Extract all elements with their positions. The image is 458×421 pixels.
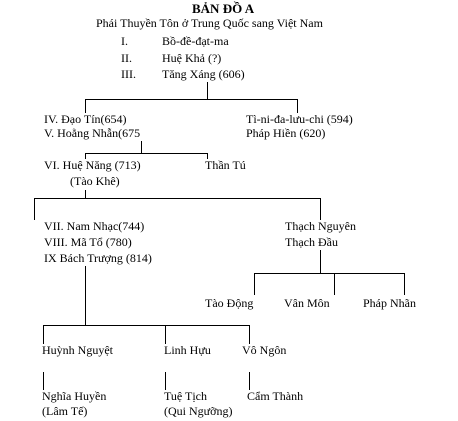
thach-child-1: Tào Động — [205, 296, 254, 310]
sixth-line2: (Tào Khê) — [70, 174, 120, 188]
thach-line1: Thạch Nguyên — [285, 219, 356, 233]
patriarch-1-name: Bồ-đề-đạt-ma — [162, 34, 229, 48]
connector-line — [85, 153, 208, 154]
branch-left-line1: IV. Đạo Tín(654) — [44, 112, 127, 126]
connector-line — [334, 273, 335, 295]
thach-line2: Thạch Đầu — [285, 235, 338, 249]
seventh-line2: VIII. Mã Tổ (780) — [44, 235, 132, 249]
connector-line — [34, 198, 321, 199]
patriarch-2-name: Huệ Khả (?) — [162, 51, 222, 65]
connector-line — [207, 82, 208, 99]
thach-child-2: Vân Môn — [284, 296, 330, 310]
branch-right-line2: Pháp Hiền (620) — [246, 126, 326, 140]
connector-line — [297, 99, 298, 113]
connector-line — [85, 190, 86, 198]
bach-child-1: Huỳnh Nguyệt — [42, 343, 113, 357]
patriarch-2-number: II. — [121, 51, 132, 65]
connector-line — [320, 250, 321, 273]
branch-left-line2: V. Hoằng Nhẫn(675 — [44, 126, 141, 140]
connector-line — [85, 99, 298, 100]
connector-line — [43, 325, 250, 326]
connector-line — [404, 273, 405, 295]
connector-line — [43, 325, 44, 344]
connector-line — [85, 153, 86, 159]
thach-child-3: Pháp Nhãn — [363, 296, 416, 310]
last-b-line2: (Qui Ngưỡng) — [164, 404, 233, 418]
connector-line — [85, 266, 86, 325]
connector-line — [249, 372, 250, 390]
connector-line — [141, 141, 142, 153]
connector-line — [249, 325, 250, 344]
connector-line — [254, 273, 255, 295]
seventh-line3: IX Bách Trượng (814) — [44, 251, 152, 265]
diagram-subtitle: Phái Thuyền Tôn ở Trung Quốc sang Việt N… — [96, 16, 323, 30]
sixth-line1: VI. Huệ Năng (713) — [44, 158, 141, 172]
connector-line — [165, 325, 166, 344]
patriarch-1-number: I. — [121, 34, 128, 48]
patriarch-3-number: III. — [121, 67, 136, 81]
patriarch-3-name: Tăng Xáng (606) — [162, 67, 245, 81]
last-a-line2: (Lâm Tế) — [42, 404, 88, 418]
connector-line — [43, 372, 44, 390]
branch-right-line1: Tì-ni-đa-lưu-chi (594) — [246, 112, 353, 126]
seventh-line1: VII. Nam Nhạc(744) — [44, 219, 145, 233]
connector-line — [34, 198, 35, 220]
diagram-title: BẢN ĐỒ A — [192, 1, 255, 16]
connector-line — [254, 273, 405, 274]
connector-line — [207, 153, 208, 159]
last-a-line1: Nghĩa Huyền — [42, 389, 107, 403]
sixth-sibling: Thần Tú — [205, 158, 246, 172]
bach-child-3: Vô Ngôn — [242, 343, 287, 357]
connector-line — [85, 99, 86, 113]
connector-line — [320, 198, 321, 220]
connector-line — [165, 372, 166, 390]
last-c-line1: Cẩm Thành — [247, 389, 304, 403]
last-b-line1: Tuệ Tịch — [164, 389, 208, 403]
bach-child-2: Linh Hựu — [164, 343, 211, 357]
